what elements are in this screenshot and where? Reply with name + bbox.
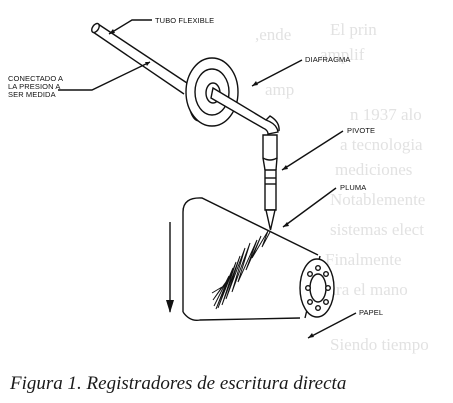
svg-text:,ende: ,ende [255, 25, 291, 44]
paper-roll [166, 197, 335, 322]
svg-text:n 1937 alo: n 1937 alo [350, 105, 422, 124]
svg-text:El prin: El prin [330, 20, 377, 39]
svg-text:para el mano: para el mano [320, 280, 408, 299]
svg-text:amplif: amplif [320, 45, 365, 64]
label-pivote: PIVOTE [347, 126, 375, 135]
recorded-trace [211, 230, 271, 310]
svg-text:Finalmente: Finalmente [325, 250, 401, 269]
label-tubo-flexible: TUBO FLEXIBLE [155, 16, 214, 25]
label-diafragma: DIAFRAGMA [305, 55, 351, 64]
label-papel: PAPEL [359, 308, 383, 317]
label-conectado-3: SER MEDIDA [8, 90, 56, 99]
svg-text:Siendo tiempo: Siendo tiempo [330, 335, 429, 354]
flexible-tube [91, 22, 191, 95]
figure-caption: Figura 1. Registradores de escritura dir… [9, 373, 346, 394]
background-text: ,ende El prin amplif amp n 1937 alo a te… [255, 20, 429, 354]
leader-lines [58, 19, 357, 339]
svg-text:a tecnologia: a tecnologia [340, 135, 423, 154]
linkage-arm [210, 86, 280, 135]
label-pluma: PLUMA [340, 183, 366, 192]
pen-assembly [262, 134, 278, 231]
svg-text:amp: amp [265, 80, 294, 99]
label-conectado-1: CONECTADO A [8, 74, 63, 83]
label-conectado-2: LA PRESION A [8, 82, 60, 91]
svg-text:sistemas elect: sistemas elect [330, 220, 424, 239]
svg-text:mediciones: mediciones [335, 160, 412, 179]
svg-text:Notablemente: Notablemente [330, 190, 425, 209]
